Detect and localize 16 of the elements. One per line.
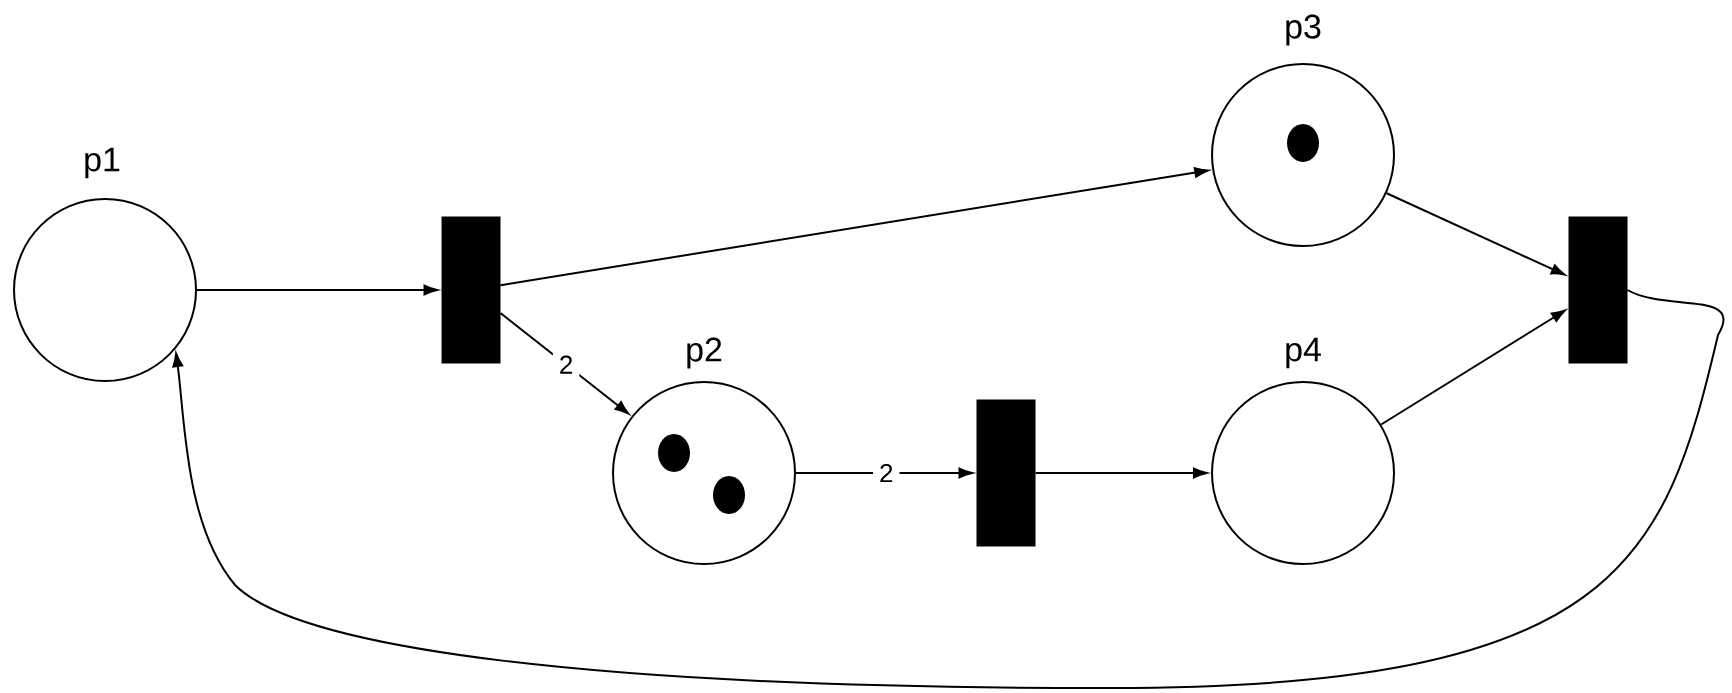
transition-bar bbox=[1568, 216, 1628, 364]
edge-label: 2 bbox=[873, 457, 900, 489]
arrow bbox=[795, 467, 973, 479]
arrow bbox=[1380, 309, 1566, 426]
place-label: p2 bbox=[687, 337, 722, 369]
place-label: p4 bbox=[1286, 337, 1321, 369]
place-label: p3 bbox=[1286, 14, 1321, 46]
arrow bbox=[1385, 192, 1566, 276]
arrow bbox=[196, 284, 438, 296]
transition-bar bbox=[976, 399, 1036, 547]
arrow bbox=[172, 289, 1725, 689]
place-label: p1 bbox=[85, 147, 120, 179]
arrow bbox=[1034, 467, 1208, 479]
transition-bar bbox=[441, 216, 501, 364]
edge-label: 2 bbox=[552, 349, 580, 380]
arrow bbox=[499, 167, 1209, 287]
